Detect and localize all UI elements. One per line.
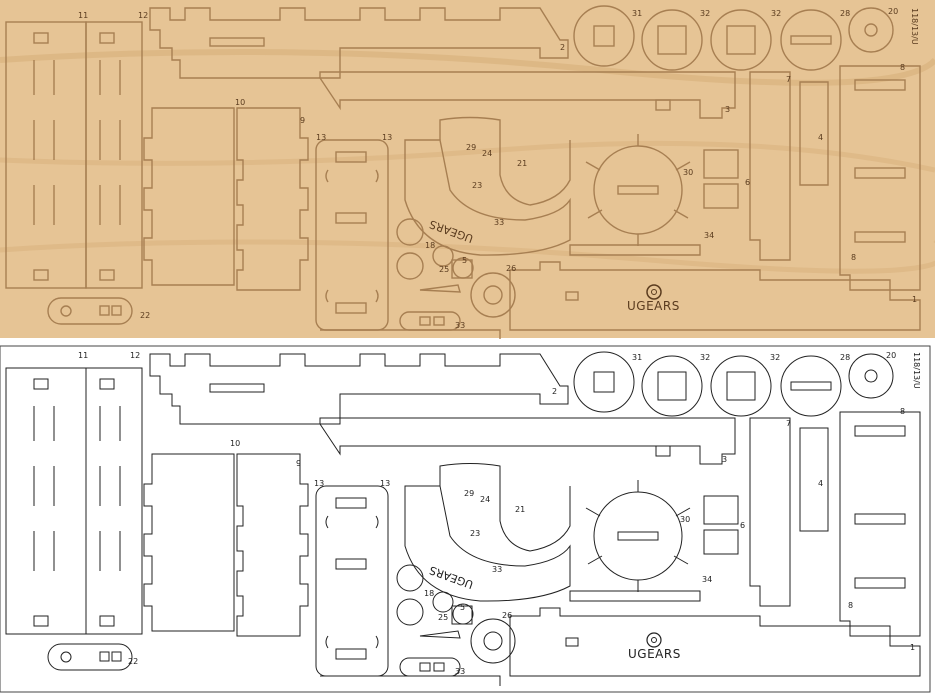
- drawing-label-22: 22: [128, 657, 138, 666]
- photo-label-8: 8: [900, 63, 905, 72]
- photo-label-31: 31: [632, 9, 642, 18]
- drawing-label-9: 9: [296, 459, 301, 468]
- photo-label-7: 7: [786, 75, 791, 84]
- photo-label-11: 11: [78, 11, 88, 20]
- drawing-label-34: 34: [702, 575, 712, 584]
- drawing-label-33b: 33: [455, 667, 465, 676]
- drawing-panel: 11 12 10 9 2 31 32 32 28 20 3 7 8 4 6 8 …: [0, 345, 931, 693]
- drawing-label-26: 26: [502, 611, 512, 620]
- drawing-label-32a: 32: [700, 353, 710, 362]
- photo-label-1: 1: [912, 295, 917, 304]
- drawing-label-29: 29: [464, 489, 474, 498]
- photo-label-25: 25: [439, 265, 449, 274]
- photo-label-8b: 8: [851, 253, 856, 262]
- drawing-label-25: 25: [438, 613, 448, 622]
- photo-label-9: 9: [300, 116, 305, 125]
- drawing-gear-icon: [646, 632, 662, 648]
- drawing-label-30: 30: [680, 515, 690, 524]
- drawing-label-20: 20: [886, 351, 896, 360]
- drawing-label-28: 28: [840, 353, 850, 362]
- drawing-ugears-logo: UGEARS: [628, 647, 681, 661]
- drawing-label-32b: 32: [770, 353, 780, 362]
- photo-label-33b: 33: [455, 321, 465, 330]
- photo-label-18: 18: [425, 241, 435, 250]
- drawing-label-2: 2: [552, 387, 557, 396]
- photo-label-4: 4: [818, 133, 823, 142]
- photo-label-30: 30: [683, 168, 693, 177]
- photo-label-28: 28: [840, 9, 850, 18]
- drawing-product-code: 118/13/U: [912, 352, 921, 389]
- drawing-label-18: 18: [424, 589, 434, 598]
- drawing-frame: [0, 345, 931, 693]
- photo-label-32b: 32: [771, 9, 781, 18]
- photo-panel: 11 12 10 9 2 31 32 32 28 20 3 7 8 4 6 8 …: [0, 0, 935, 341]
- photo-label-6: 6: [745, 178, 750, 187]
- drawing-label-10: 10: [230, 439, 240, 448]
- photo-gear-icon: [646, 284, 662, 300]
- drawing-label-21: 21: [515, 505, 525, 514]
- photo-label-33a: 33: [494, 218, 504, 227]
- drawing-label-6: 6: [740, 521, 745, 530]
- drawing-label-8: 8: [900, 407, 905, 416]
- photo-label-21: 21: [517, 159, 527, 168]
- photo-label-13b: 13: [382, 133, 392, 142]
- drawing-label-33a: 33: [492, 565, 502, 574]
- drawing-label-24: 24: [480, 495, 490, 504]
- drawing-label-12: 12: [130, 351, 140, 360]
- photo-label-2: 2: [560, 43, 565, 52]
- photo-label-23: 23: [472, 181, 482, 190]
- photo-label-29: 29: [466, 143, 476, 152]
- photo-label-5: 5: [462, 256, 467, 265]
- photo-product-code: 118/13/U: [910, 8, 919, 45]
- photo-label-32a: 32: [700, 9, 710, 18]
- drawing-label-4: 4: [818, 479, 823, 488]
- photo-label-34: 34: [704, 231, 714, 240]
- photo-label-20: 20: [888, 7, 898, 16]
- drawing-label-1: 1: [910, 643, 915, 652]
- photo-label-13a: 13: [316, 133, 326, 142]
- photo-label-3: 3: [725, 105, 730, 114]
- drawing-label-13a: 13: [314, 479, 324, 488]
- drawing-label-23: 23: [470, 529, 480, 538]
- drawing-label-31: 31: [632, 353, 642, 362]
- drawing-label-3: 3: [722, 455, 727, 464]
- photo-label-12: 12: [138, 11, 148, 20]
- photo-label-24: 24: [482, 149, 492, 158]
- photo-label-22: 22: [140, 311, 150, 320]
- drawing-label-5: 5: [460, 603, 465, 612]
- photo-label-26: 26: [506, 264, 516, 273]
- photo-label-10: 10: [235, 98, 245, 107]
- photo-ugears-logo: UGEARS: [627, 299, 680, 313]
- drawing-label-11: 11: [78, 351, 88, 360]
- drawing-label-7: 7: [786, 419, 791, 428]
- drawing-label-13b: 13: [380, 479, 390, 488]
- drawing-label-8b: 8: [848, 601, 853, 610]
